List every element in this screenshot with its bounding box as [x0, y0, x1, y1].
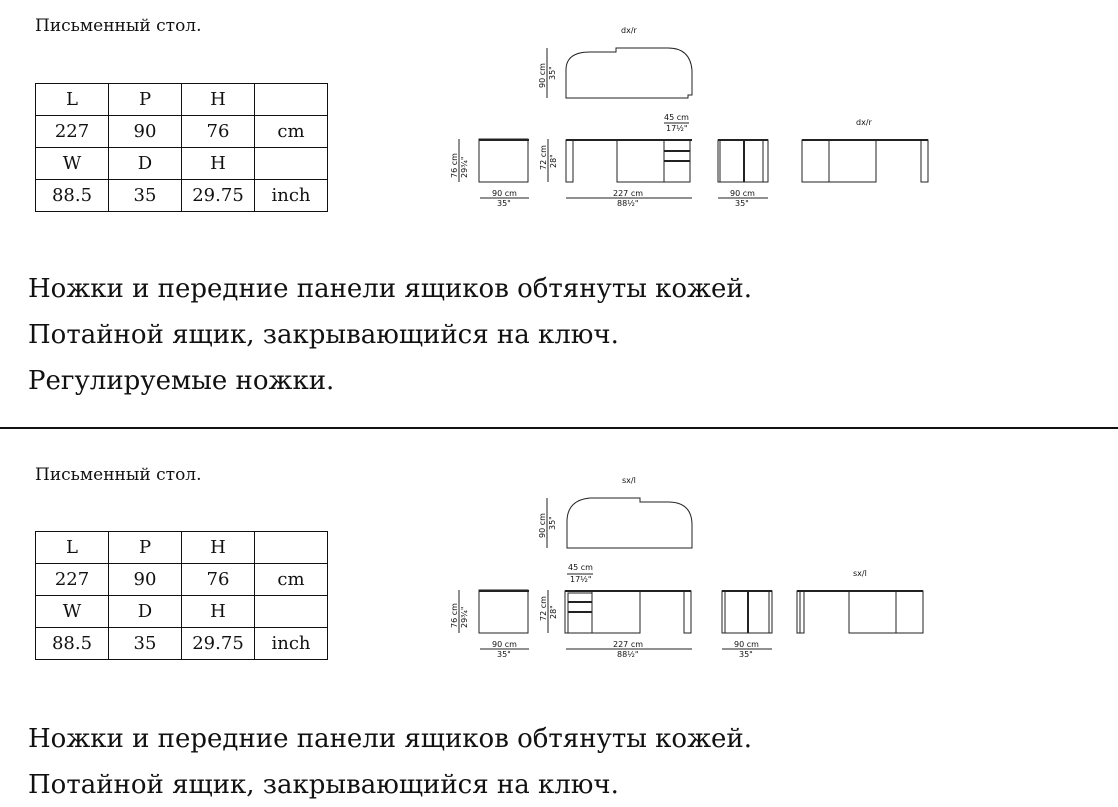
- dim-label: 35": [735, 199, 749, 208]
- dim-label: 45 cm: [664, 113, 689, 122]
- dim-label: 28": [549, 154, 558, 168]
- side-view: [478, 589, 529, 634]
- front-view: [565, 139, 692, 183]
- description-line: Потайной ящик, закрывающийся на ключ.: [28, 770, 619, 800]
- dim-label: 227 cm: [613, 640, 643, 649]
- cell: 29.75: [181, 179, 255, 212]
- dim-label: 17½": [570, 575, 592, 584]
- cell: 90: [108, 115, 182, 148]
- cell: 227: [35, 115, 109, 148]
- section-title: Письменный стол.: [35, 16, 202, 36]
- dim-label: 17½": [666, 124, 688, 133]
- top-view-label: dx/r: [621, 26, 638, 35]
- drawing-sx: sx/l 90 cm 35" 76 cm 29¾" 90 cm 35" 72 c…: [450, 476, 924, 659]
- description: Ножки и передние панели ящиков обтянуты …: [28, 266, 752, 404]
- cell: D: [108, 595, 182, 628]
- cell: 35: [108, 179, 182, 212]
- cell: 88.5: [35, 627, 109, 660]
- divider: [0, 427, 1118, 429]
- dim-label: 88½": [617, 650, 639, 659]
- section-title: Письменный стол.: [35, 465, 202, 485]
- dim-label: 35": [739, 650, 753, 659]
- back-view: [801, 139, 929, 183]
- dim-label: 76 cm: [450, 603, 459, 628]
- cell: 29.75: [181, 627, 255, 660]
- top-view: [565, 47, 693, 99]
- description-line: Регулируемые ножки.: [28, 366, 335, 396]
- right-side-view: [717, 139, 769, 183]
- cell: W: [35, 595, 109, 628]
- front-view: [564, 590, 692, 634]
- dim-label: 35": [548, 516, 557, 530]
- top-view: [566, 497, 693, 549]
- back-view-label: dx/r: [856, 118, 873, 127]
- cell: 227: [35, 563, 109, 596]
- description-line: Ножки и передние панели ящиков обтянуты …: [28, 724, 752, 754]
- dim-label: 90 cm: [730, 189, 755, 198]
- cell: 88.5: [35, 179, 109, 212]
- dim-label: 90 cm: [492, 189, 517, 198]
- cell: 76: [181, 115, 255, 148]
- dim-label: 90 cm: [492, 640, 517, 649]
- dim-label: 72 cm: [539, 145, 548, 170]
- description: Ножки и передние панели ящиков обтянуты …: [28, 716, 752, 807]
- side-view: [478, 138, 529, 183]
- dim-label: 45 cm: [568, 563, 593, 572]
- dim-label: 35": [548, 66, 557, 80]
- cell: inch: [254, 179, 328, 212]
- dim-label: 29¾": [460, 606, 469, 628]
- back-view-label: sx/l: [853, 569, 867, 578]
- dim-label: 90 cm: [538, 63, 547, 88]
- dim-label: 29¾": [460, 156, 469, 178]
- dim-label: 35": [497, 650, 511, 659]
- description-line: Потайной ящик, закрывающийся на ключ.: [28, 320, 619, 350]
- dim-label: 72 cm: [539, 596, 548, 621]
- dim-label: 35": [497, 199, 511, 208]
- description-line: Ножки и передние панели ящиков обтянуты …: [28, 274, 752, 304]
- cell: P: [108, 83, 182, 116]
- cell: H: [181, 531, 255, 564]
- cell: cm: [254, 115, 328, 148]
- cell: cm: [254, 563, 328, 596]
- right-side-view: [721, 590, 773, 634]
- drawing-dx: dx/r 90 cm 35" 76 cm 29¾" 90 cm 35" 72 c…: [450, 26, 929, 208]
- dim-label: 90 cm: [538, 513, 547, 538]
- cell: H: [181, 83, 255, 116]
- dim-label: 76 cm: [450, 153, 459, 178]
- dim-label: 227 cm: [613, 189, 643, 198]
- cell: [254, 83, 328, 116]
- cell: inch: [254, 627, 328, 660]
- dim-label: 90 cm: [734, 640, 759, 649]
- cell: [254, 595, 328, 628]
- back-view: [796, 590, 924, 634]
- dim-label: 28": [549, 605, 558, 619]
- cell: L: [35, 83, 109, 116]
- dim-label: 88½": [617, 199, 639, 208]
- top-view-label: sx/l: [622, 476, 636, 485]
